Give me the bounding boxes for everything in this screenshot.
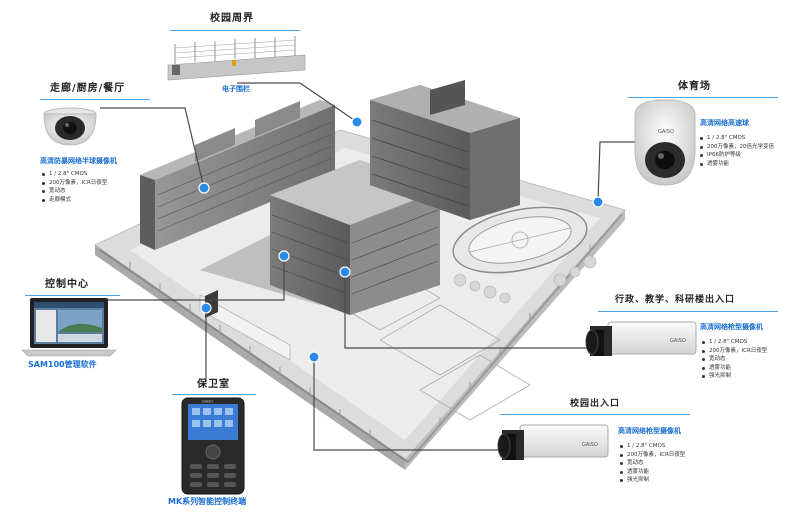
speed-dome-camera-image: GAISO bbox=[634, 99, 696, 186]
corridor-spec: 走廊模式 bbox=[42, 196, 107, 205]
admin-spec: 200万像素，ICR日夜型 bbox=[702, 347, 767, 356]
gate-spec-list: 1 / 2.8" CMOS 200万像素，ICR日夜型 宽动态 透雾功能 强光抑… bbox=[620, 442, 685, 485]
admin-spec-list: 1 / 2.8" CMOS 200万像素，ICR日夜型 宽动态 透雾功能 强光抑… bbox=[702, 338, 767, 381]
svg-text:GAISO: GAISO bbox=[202, 400, 213, 404]
sports-field bbox=[452, 206, 588, 274]
marker-control bbox=[278, 250, 290, 262]
fence-left bbox=[99, 249, 409, 463]
svg-text:GAISO: GAISO bbox=[670, 338, 686, 344]
gym-spec: 透雾功能 bbox=[700, 160, 774, 169]
mk-terminal-image: GAISO bbox=[181, 397, 245, 495]
campus-model bbox=[94, 80, 626, 470]
connection-markers bbox=[198, 116, 604, 363]
corridor-product: 高清防暴网络半球摄像机 bbox=[40, 157, 117, 165]
svg-text:GAISO: GAISO bbox=[658, 129, 674, 135]
perimeter-product: 电子围栏 bbox=[222, 85, 250, 93]
perimeter-title: 校园周界 bbox=[210, 13, 254, 24]
marker-guard bbox=[200, 302, 212, 314]
gate-spec: 宽动态 bbox=[620, 459, 685, 468]
box-camera-gate-image: GAISO bbox=[497, 424, 609, 460]
gate-underline bbox=[500, 414, 690, 415]
gate-spec: 强光抑制 bbox=[620, 476, 685, 485]
marker-perimeter bbox=[351, 116, 363, 128]
corridor-spec: 200万像素，ICR日夜型 bbox=[42, 179, 107, 188]
gate-product: 高清网络枪型摄像机 bbox=[618, 427, 681, 435]
control-underline bbox=[25, 295, 120, 296]
admin-product: 高清网络枪型摄像机 bbox=[700, 323, 763, 331]
gym-title: 体育场 bbox=[678, 81, 711, 92]
admin-spec: 强光抑制 bbox=[702, 372, 767, 381]
control-title: 控制中心 bbox=[45, 279, 89, 290]
gate-spec: 1 / 2.8" CMOS bbox=[620, 442, 685, 451]
gate-title: 校园出入口 bbox=[570, 399, 621, 409]
marker-admin bbox=[339, 266, 351, 278]
box-camera-admin-image: GAISO bbox=[585, 321, 697, 356]
corridor-title: 走廊/厨房/餐厅 bbox=[50, 83, 126, 94]
corridor-spec: 1 / 2.8" CMOS bbox=[42, 170, 107, 179]
svg-text:GAISO: GAISO bbox=[582, 442, 598, 448]
admin-underline bbox=[598, 311, 778, 312]
building-back bbox=[370, 80, 520, 220]
building-center bbox=[270, 160, 440, 315]
laptop-image bbox=[21, 298, 117, 357]
gym-underline bbox=[628, 97, 778, 98]
admin-spec: 透雾功能 bbox=[702, 364, 767, 373]
corridor-spec-list: 1 / 2.8" CMOS 200万像素，ICR日夜型 宽动态 走廊模式 bbox=[42, 170, 107, 204]
dome-camera-image bbox=[43, 107, 97, 146]
guard-underline bbox=[172, 394, 256, 395]
gate-wall bbox=[199, 294, 291, 361]
ground-edge bbox=[95, 245, 405, 470]
gate-spec: 200万像素，ICR日夜型 bbox=[620, 451, 685, 460]
guard-product: MK系列智能控制终端 bbox=[168, 497, 247, 506]
marker-gym bbox=[592, 196, 604, 208]
gym-spec: 1 / 2.8" CMOS bbox=[700, 134, 774, 143]
admin-spec: 1 / 2.8" CMOS bbox=[702, 338, 767, 347]
guard-title: 保卫室 bbox=[197, 379, 230, 390]
building-left bbox=[140, 100, 335, 250]
fence-right bbox=[407, 213, 623, 463]
connector-lines bbox=[100, 82, 660, 451]
electric-fence-image bbox=[167, 36, 306, 81]
admin-title: 行政、教学、科研楼出入口 bbox=[615, 295, 736, 305]
gym-spec: 200万像素，20倍光学变倍 bbox=[700, 143, 774, 152]
corridor-spec: 宽动态 bbox=[42, 187, 107, 196]
control-product: SAM100管理软件 bbox=[28, 360, 97, 369]
corridor-underline bbox=[40, 99, 150, 100]
perimeter-underline bbox=[170, 30, 300, 31]
gym-product: 高清网络高速球 bbox=[700, 119, 749, 127]
gym-spec: IP66防护等级 bbox=[700, 151, 774, 160]
marker-corridor bbox=[198, 182, 210, 194]
gate-spec: 透雾功能 bbox=[620, 468, 685, 477]
admin-spec: 宽动态 bbox=[702, 355, 767, 364]
gym-spec-list: 1 / 2.8" CMOS 200万像素，20倍光学变倍 IP66防护等级 透雾… bbox=[700, 134, 774, 168]
marker-gate bbox=[308, 351, 320, 363]
